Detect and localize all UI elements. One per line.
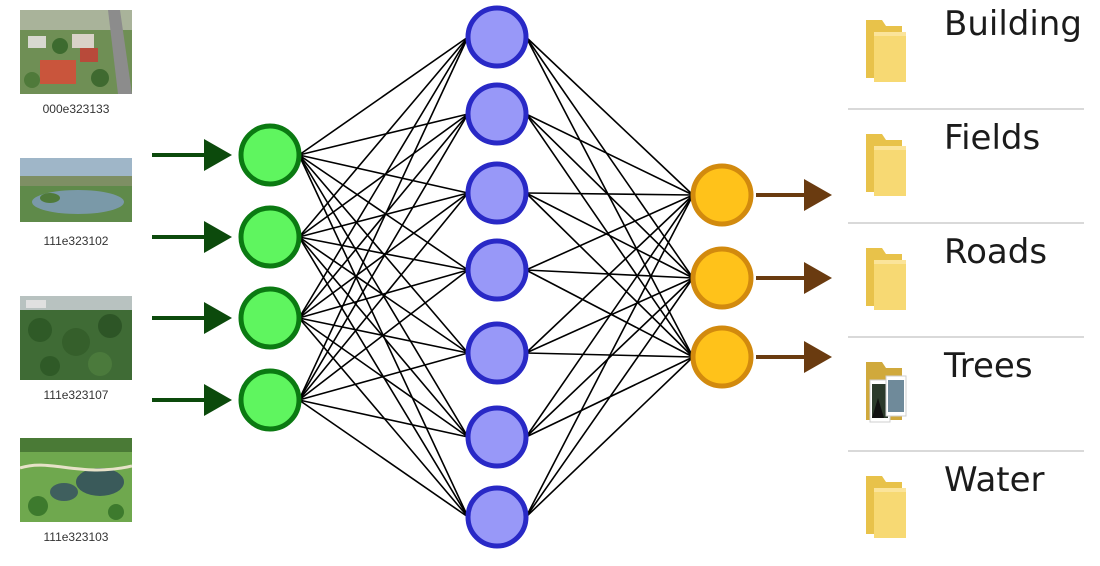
- folder-label: Water: [944, 460, 1045, 500]
- aerial-photo-buildings: [20, 10, 132, 94]
- input-image-thumbnail[interactable]: 111e323107: [18, 296, 134, 402]
- folder-label: Trees: [944, 346, 1033, 386]
- aerial-photo-lake: [20, 158, 132, 222]
- output-node: [690, 163, 754, 227]
- input-node: [238, 205, 302, 269]
- hidden-node: [465, 161, 529, 225]
- connection-edge: [525, 194, 694, 438]
- folder-label: Roads: [944, 232, 1048, 272]
- connection-edge: [298, 36, 469, 319]
- connection-edge: [525, 113, 694, 196]
- folder-fields[interactable]: Fields: [848, 110, 1084, 224]
- connection-edge: [525, 356, 694, 518]
- folder-building[interactable]: Building: [848, 0, 1084, 110]
- hidden-node: [465, 5, 529, 69]
- connection-edge: [298, 113, 469, 238]
- folder-label: Fields: [944, 118, 1041, 158]
- connection-edge: [298, 399, 469, 518]
- connection-edge: [298, 236, 469, 438]
- connection-edge: [298, 36, 469, 238]
- folder-label: Building: [944, 4, 1082, 44]
- aerial-photo-park: [20, 438, 132, 522]
- connection-edge: [298, 36, 469, 156]
- output-node: [690, 246, 754, 310]
- hidden-node: [465, 321, 529, 385]
- output-node: [690, 325, 754, 389]
- folder-icon: [866, 20, 906, 82]
- folder-icon: [866, 134, 906, 196]
- connection-edge: [525, 194, 694, 518]
- connection-edge: [525, 113, 694, 279]
- folder-icon: [866, 476, 906, 538]
- folder-icon: [866, 248, 906, 310]
- image-filename: 111e323107: [43, 388, 109, 402]
- divider: [848, 336, 1084, 338]
- connection-edge: [525, 194, 694, 271]
- folder-roads[interactable]: Roads: [848, 224, 1084, 338]
- input-node: [238, 368, 302, 432]
- connection-edge: [298, 236, 469, 354]
- hidden-node: [465, 238, 529, 302]
- input-image-thumbnail[interactable]: 111e323102: [18, 158, 134, 248]
- connection-edge: [298, 399, 469, 438]
- connection-edge: [298, 269, 469, 401]
- hidden-node: [465, 82, 529, 146]
- input-node: [238, 123, 302, 187]
- connection-edge: [298, 236, 469, 271]
- connection-edge: [525, 269, 694, 358]
- input-image-thumbnail[interactable]: 000e323133: [18, 10, 134, 116]
- connection-edge: [298, 192, 469, 401]
- connection-edge: [525, 36, 694, 196]
- image-filename: 111e323103: [43, 530, 109, 544]
- connection-edge: [525, 192, 694, 196]
- divider: [848, 450, 1084, 452]
- hidden-node: [465, 405, 529, 469]
- connection-edge: [298, 352, 469, 401]
- image-filename: 000e323133: [42, 102, 110, 116]
- connection-edge: [298, 154, 469, 271]
- connection-edge: [298, 113, 469, 319]
- divider: [848, 222, 1084, 224]
- connection-edge: [525, 192, 694, 279]
- input-node: [238, 286, 302, 350]
- connection-edge: [525, 277, 694, 518]
- connection-edge: [298, 113, 469, 401]
- aerial-photo-trees: [20, 296, 132, 380]
- connection-edge: [525, 36, 694, 279]
- image-filename: 111e323102: [43, 234, 109, 248]
- connection-edge: [298, 36, 469, 401]
- divider: [848, 108, 1084, 110]
- connection-edge: [298, 113, 469, 156]
- input-image-thumbnail[interactable]: 111e323103: [18, 438, 134, 544]
- connection-edge: [298, 269, 469, 319]
- connection-edge: [298, 154, 469, 194]
- folder-water[interactable]: Water: [848, 452, 1084, 566]
- folder-trees[interactable]: Trees: [848, 338, 1084, 452]
- image-folder-icon: [866, 362, 907, 423]
- hidden-node: [465, 485, 529, 549]
- connection-edge: [525, 194, 694, 354]
